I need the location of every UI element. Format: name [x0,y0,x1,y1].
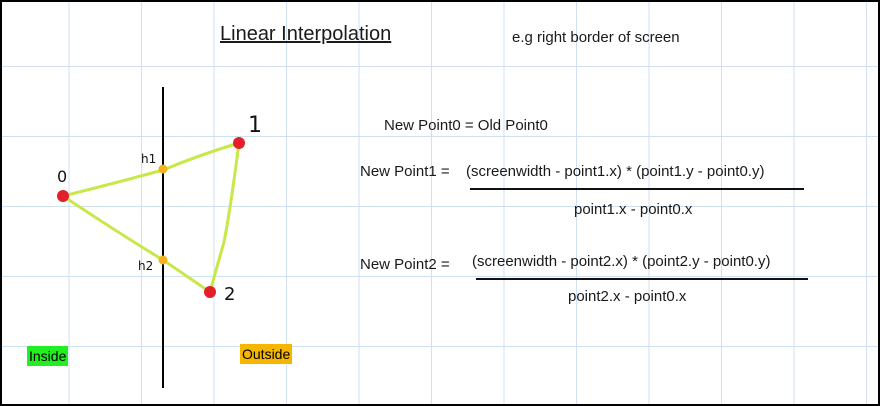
point-0 [57,190,69,202]
edge-0-2 [62,194,211,294]
intersection-h1 [158,164,168,174]
point-1 [233,137,245,149]
equation-point2-denominator: point2.x - point0.x [568,288,687,305]
edge-0-1 [62,141,240,198]
equation-point1-numerator: (screenwidth - point1.x) * (point1.y - p… [466,163,765,180]
edge-1-2 [208,142,241,293]
inside-tag: Inside [27,346,69,366]
equation-point2-label: New Point2 = [360,256,450,273]
point-1-label: 1 [248,113,262,138]
outside-tag: Outside [240,344,293,364]
point-2-label: 2 [224,284,235,305]
equation-point0: New Point0 = Old Point0 [384,117,548,134]
page-title: Linear Interpolation [220,23,392,45]
fraction-bar-point1 [470,188,804,190]
subtitle: e.g right border of screen [512,29,680,46]
point-0-label: 0 [57,167,67,186]
fraction-bar-point2 [476,278,808,280]
intersection-h2-label: h2 [138,259,153,273]
equation-point1-denominator: point1.x - point0.x [574,201,693,218]
intersection-h2 [158,255,168,265]
equation-point2-numerator: (screenwidth - point2.x) * (point2.y - p… [472,253,771,270]
intersection-h1-label: h1 [141,152,156,166]
equation-point1-label: New Point1 = [360,163,450,180]
point-2 [204,286,216,298]
